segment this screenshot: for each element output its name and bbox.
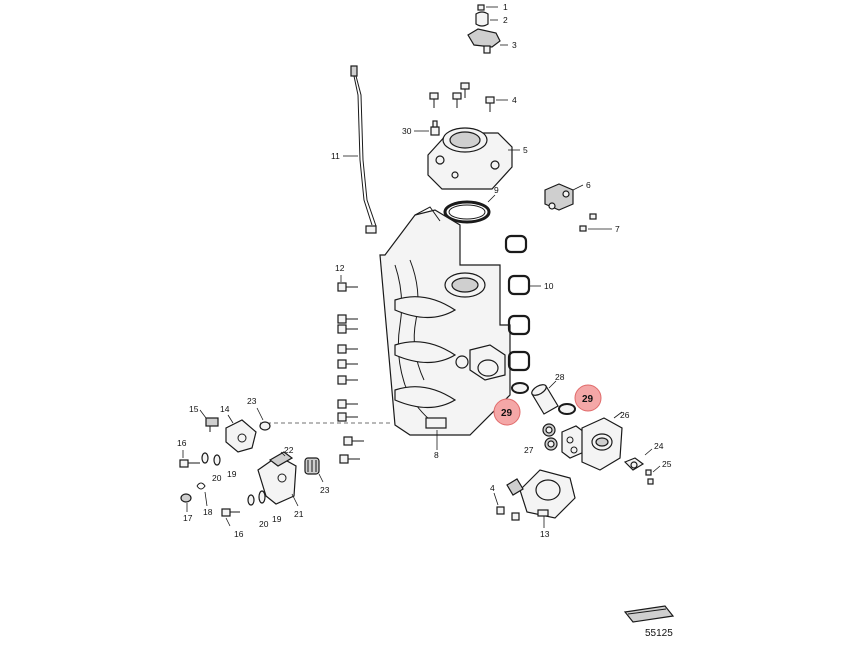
callout-25: 25 [662, 459, 672, 469]
figure-badge [623, 605, 675, 623]
part-throttle-body-5 [427, 127, 513, 190]
callout-19-bottom: 19 [272, 514, 282, 524]
part-dipstick-11 [350, 65, 377, 234]
part-hose-clamps-29 [511, 382, 576, 415]
callout-26: 26 [620, 410, 630, 420]
callout-17: 17 [183, 513, 193, 523]
callout-16-left: 16 [177, 438, 187, 448]
highlight-label-29-left: 29 [501, 408, 513, 419]
callout-3: 3 [512, 40, 517, 50]
callout-22: 22 [284, 445, 294, 455]
callout-15: 15 [189, 404, 199, 414]
part-hose-28 [531, 384, 559, 415]
part-bolts-12 [337, 282, 364, 464]
part-oring-23a [259, 421, 271, 431]
part-screws-7 [579, 213, 597, 232]
part-sensor-3 [467, 28, 501, 48]
part-screw-1 [477, 4, 485, 11]
callout-18: 18 [203, 507, 213, 517]
part-sensor-24 [623, 457, 645, 471]
callout-4-bottom: 4 [490, 483, 495, 493]
callout-5: 5 [523, 145, 528, 155]
part-plug-17 [180, 493, 192, 503]
part-sensor-assembly [467, 4, 501, 54]
callout-12: 12 [335, 263, 345, 273]
part-screws-25 [645, 469, 654, 485]
callout-11: 11 [331, 151, 340, 161]
figure-number: 55125 [645, 628, 673, 639]
callout-9: 9 [494, 185, 499, 195]
part-gasket-9 [443, 200, 491, 224]
part-pump-13 [506, 469, 576, 519]
callout-30: 30 [402, 126, 412, 136]
callout-28: 28 [555, 372, 565, 382]
callout-20-bottom: 20 [259, 519, 269, 529]
callout-1: 1 [503, 2, 508, 12]
part-sleeve-23b [304, 457, 320, 475]
part-bracket-21-22 [257, 451, 297, 505]
part-thermostat-housing-26 [581, 417, 623, 471]
part-clip-18 [196, 482, 206, 490]
highlight-callout-29-left[interactable]: 29 [493, 398, 521, 426]
highlight-label-29-right: 29 [582, 394, 594, 405]
callout-2: 2 [503, 15, 508, 25]
part-bracket-14 [225, 419, 257, 453]
callout-8: 8 [434, 450, 439, 460]
callout-19-left: 19 [227, 469, 237, 479]
callout-4-top: 4 [512, 95, 517, 105]
callout-16-bottom: 16 [234, 529, 244, 539]
callout-23-right: 23 [320, 485, 330, 495]
part-fitting-30 [430, 120, 440, 136]
highlight-callout-29-right[interactable]: 29 [574, 384, 602, 412]
part-intake-manifold-8 [379, 206, 511, 436]
part-clip-2 [475, 11, 489, 27]
part-gasket-plate [561, 425, 585, 459]
part-sensor-pin [483, 45, 491, 54]
callout-6: 6 [586, 180, 591, 190]
callout-13: 13 [540, 529, 550, 539]
callout-24: 24 [654, 441, 664, 451]
callout-14: 14 [220, 404, 230, 414]
part-bolts-4b [496, 506, 520, 521]
part-gaskets-10 [504, 234, 531, 372]
part-washers-20-19 [201, 452, 266, 506]
part-sensor-15 [205, 417, 219, 432]
callout-23-top: 23 [247, 396, 257, 406]
part-bolts-4 [429, 82, 495, 112]
callout-10: 10 [544, 281, 554, 291]
callout-20-left: 20 [212, 473, 222, 483]
callout-7: 7 [615, 224, 620, 234]
part-orings-27 [542, 423, 558, 451]
callout-21: 21 [294, 509, 304, 519]
part-sensor-6 [544, 183, 574, 211]
callout-27: 27 [524, 445, 534, 455]
part-bolts-16 [179, 459, 240, 517]
